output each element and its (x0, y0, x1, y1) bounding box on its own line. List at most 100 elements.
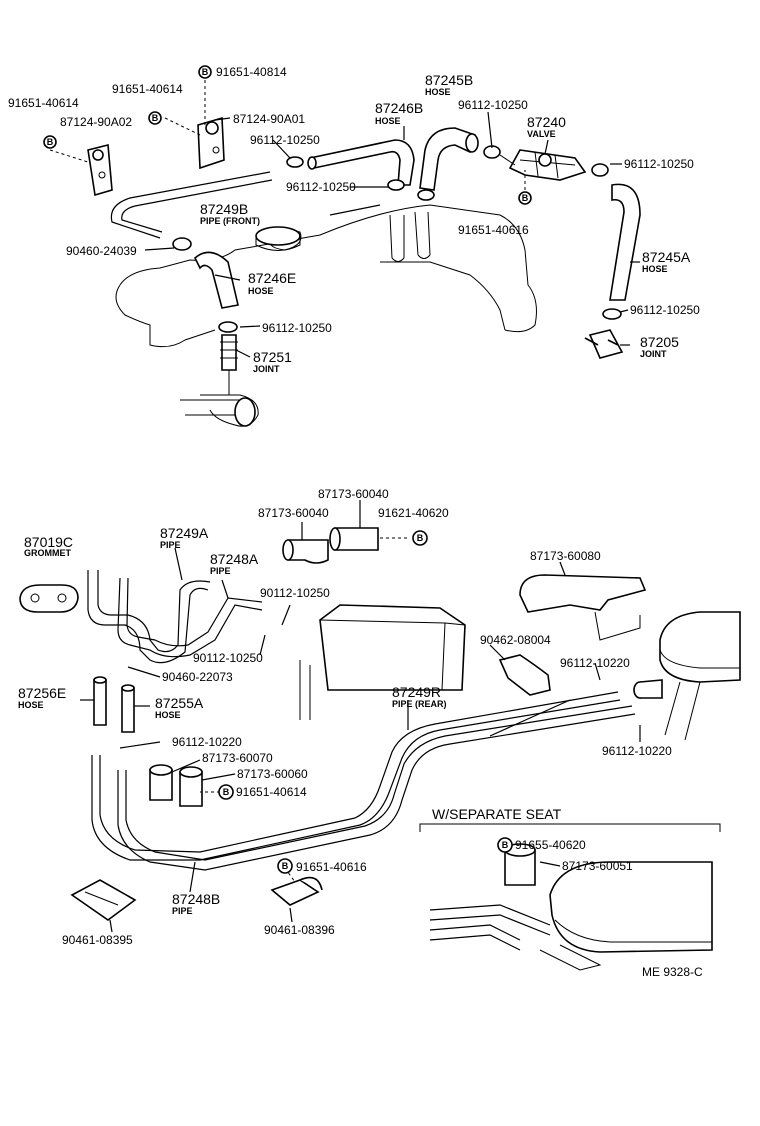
grommet-87019C (19, 584, 79, 613)
part-label: 96112-10220 (602, 744, 672, 758)
part-label: 87248A (210, 551, 259, 567)
part-label: 96112-10250 (262, 321, 332, 335)
bolt-mark: B (223, 787, 230, 797)
part-label: 87256E (18, 685, 66, 701)
bracket-87124-90A02 (87, 143, 113, 197)
part-label: 96112-10250 (250, 133, 320, 147)
bolt-mark: B (417, 533, 424, 543)
part-label: 90112-10250 (193, 651, 263, 665)
part-name: JOINT (253, 364, 280, 374)
part-label: 90112-10250 (260, 586, 330, 600)
section-label: W/SEPARATE SEAT (432, 806, 562, 822)
part-label: 87248B (172, 891, 220, 907)
part-name: VALVE (527, 129, 556, 139)
part-label: 87205 (640, 334, 679, 350)
joint-87251 (220, 334, 238, 395)
hose-87255A (121, 684, 135, 733)
part-label: 87240 (527, 114, 566, 130)
part-label: 87173-60060 (237, 767, 308, 781)
clamp-87173-60040-b (329, 527, 379, 551)
hose-87246E (194, 251, 239, 309)
clamp-87173-60060 (179, 766, 203, 807)
leader-lines (49, 80, 641, 933)
pipe-87248A (117, 577, 263, 658)
clamp-87173-60070 (149, 764, 173, 801)
part-label: 90461-08396 (264, 923, 335, 937)
engine-outline (115, 204, 537, 427)
part-label: 91651-40614 (8, 96, 79, 110)
part-label: 96112-10250 (624, 157, 694, 171)
part-label: 87173-60040 (258, 506, 329, 520)
part-label: 91651-40814 (216, 65, 287, 79)
joint-87205 (584, 329, 624, 359)
part-label: 87124-90A02 (60, 115, 132, 129)
part-label: 87245A (642, 249, 691, 265)
part-label: 91621-40620 (378, 506, 449, 520)
clip-90462-08004 (498, 654, 551, 696)
clamp-87173-60040-a (282, 539, 329, 564)
part-label: 91655-40620 (515, 838, 586, 852)
hose-clamps-top (172, 145, 622, 333)
part-label: 87173-60070 (202, 751, 273, 765)
clip-90461-08395 (70, 879, 137, 921)
part-name: PIPE (FRONT) (200, 216, 260, 226)
hose-87245A (609, 183, 641, 301)
bolt-mark: B (502, 840, 509, 850)
part-name: HOSE (155, 710, 181, 720)
part-label: 87019C (24, 534, 73, 550)
part-label: 90460-22073 (162, 670, 233, 684)
part-label: 90462-08004 (480, 633, 551, 647)
bolt-markers: B B B B B B B B (43, 65, 532, 874)
part-name: HOSE (248, 286, 274, 296)
pipe-87248B (91, 691, 636, 871)
part-label: 91651-40614 (112, 82, 183, 96)
part-name: JOINT (640, 349, 667, 359)
part-label: 90460-24039 (66, 244, 137, 258)
part-name: PIPE (210, 566, 231, 576)
part-label: 96112-10220 (172, 735, 242, 749)
part-label: 87246B (375, 100, 423, 116)
part-label: 87173-60040 (318, 487, 389, 501)
part-label: 87251 (253, 349, 292, 365)
hose-87246B (307, 139, 415, 186)
part-label: 87124-90A01 (233, 112, 305, 126)
part-label: 87246E (248, 270, 296, 286)
bolt-mark: B (202, 67, 209, 77)
pipe-87249R (489, 699, 571, 737)
part-label: 96112-10250 (286, 180, 356, 194)
part-label: 91651-40616 (458, 223, 529, 237)
pipe-87249A (87, 570, 211, 664)
part-label: 91651-40616 (296, 860, 367, 874)
part-label: 87249A (160, 525, 209, 541)
labels-top: 91651-40814 91651-40614 91651-40614 8712… (8, 65, 700, 374)
bracket-87173-60080 (519, 574, 647, 641)
part-label: 96112-10250 (458, 98, 528, 112)
part-label: 87255A (155, 695, 204, 711)
part-name: HOSE (375, 116, 401, 126)
bolt-mark: B (282, 861, 289, 871)
hose-87256E (93, 676, 107, 726)
bolt-mark: B (152, 113, 159, 123)
bolt-mark: B (47, 137, 54, 147)
hose-87245B (419, 127, 479, 191)
part-label: 87173-60051 (562, 859, 633, 873)
air-cleaner (633, 611, 741, 741)
clip-90461-08396 (270, 876, 323, 906)
bracket-87124-90A01 (197, 116, 225, 170)
part-label: 90461-08395 (62, 933, 133, 947)
part-name: PIPE (172, 906, 193, 916)
labels-bottom: 87173-60040 87173-60040 91621-40620 8701… (18, 487, 703, 979)
part-label: 96112-10220 (560, 656, 630, 670)
part-name: HOSE (642, 264, 668, 274)
part-name: PIPE (160, 540, 181, 550)
bolt-mark: B (522, 193, 529, 203)
box-component (299, 604, 466, 720)
valve-87240 (499, 149, 587, 181)
pipe-87249B (110, 171, 273, 239)
part-label: 87245B (425, 72, 473, 88)
reference-code: ME 9328-C (642, 965, 703, 979)
part-label: 91651-40614 (236, 785, 307, 799)
part-label: 87173-60080 (530, 549, 601, 563)
part-name: GROMMET (24, 548, 71, 558)
